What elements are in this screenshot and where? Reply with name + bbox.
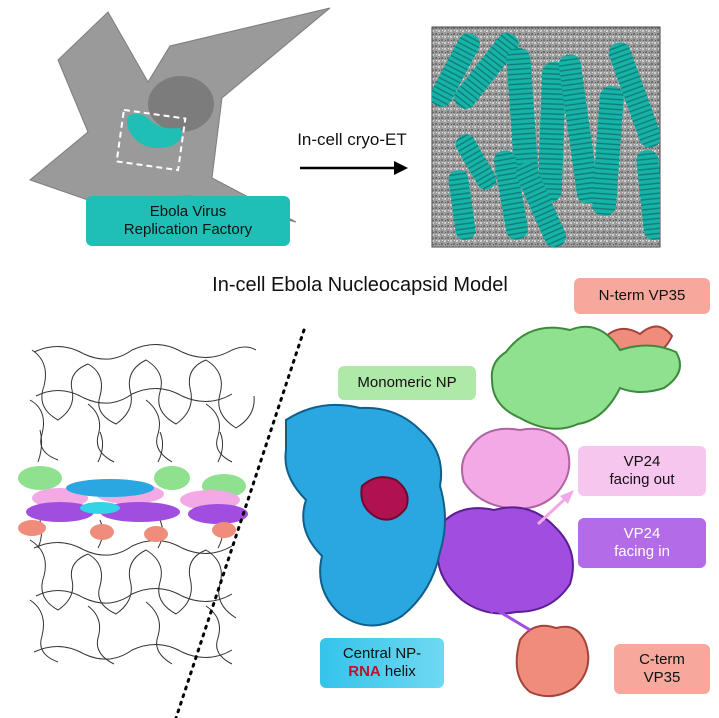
density-mesh — [29, 344, 257, 665]
replication-factory-blob — [127, 113, 182, 148]
central-np-label: Central NP- RNA helix — [320, 638, 444, 688]
monomeric-np-label: Monomeric NP — [357, 374, 457, 391]
tube — [455, 134, 497, 190]
process-arrowhead — [394, 161, 408, 175]
tube — [432, 33, 480, 107]
vp24-in-line2: facing in — [614, 543, 670, 560]
factory-label-line1: Ebola Virus — [149, 203, 227, 220]
central-np-line1: Central NP- — [342, 645, 422, 662]
monomeric-np-structure — [490, 325, 681, 430]
c-term-vp35-label: C-term VP35 — [614, 644, 710, 694]
zoom-box — [115, 108, 187, 172]
vp24-in-structure — [436, 506, 574, 615]
vp24-out-line2: facing out — [609, 471, 675, 488]
c-term-vp35-line2: VP35 — [643, 669, 681, 686]
n-term-vp35-box — [574, 278, 710, 314]
nucleus — [148, 76, 214, 132]
central-np-structure — [284, 403, 446, 627]
rna-word: RNA — [348, 663, 381, 680]
vp24-in-box — [578, 518, 706, 568]
tube — [608, 42, 660, 148]
vp24-out-label: VP24 facing out — [578, 446, 706, 496]
vp24-out-line1: VP24 — [623, 453, 661, 470]
vp24-in-arrowhead — [480, 600, 498, 614]
tube — [515, 162, 567, 247]
vp24-out-arrow — [536, 496, 568, 526]
tube — [636, 150, 660, 240]
vp24-in-arrow — [489, 604, 531, 632]
central-np-box — [320, 638, 444, 688]
tube — [493, 150, 529, 240]
model-title: In-cell Ebola Nucleocapsid Model — [212, 274, 508, 296]
factory-label: Ebola Virus Replication Factory — [86, 196, 290, 246]
tube — [454, 32, 519, 109]
tube — [448, 170, 476, 240]
tube — [506, 48, 538, 178]
vp24-out-structure — [461, 427, 571, 510]
n-term-vp35-label: N-term VP35 — [598, 287, 686, 304]
factory-label-box — [86, 196, 290, 246]
vp24-in-line1: VP24 — [623, 525, 661, 542]
tube — [537, 61, 566, 202]
vp24-out-arrowhead — [560, 490, 574, 504]
central-np-line2: RNA helix — [348, 663, 416, 681]
arrow-label: In-cell cryo-ET — [297, 129, 407, 149]
rna-helix-structure — [360, 476, 409, 521]
factory-label-line2: Replication Factory — [123, 221, 253, 238]
vp24-in-label: VP24 facing in — [578, 518, 706, 568]
tube — [592, 86, 624, 216]
nucleocapsid-tubes — [432, 32, 660, 247]
helix-word: helix — [384, 663, 416, 680]
vp24-out-box — [578, 446, 706, 496]
c-term-vp35-box — [614, 644, 710, 694]
monomeric-np-box — [338, 366, 476, 400]
tube — [558, 54, 599, 204]
c-term-vp35-line1: C-term — [639, 651, 685, 668]
c-term-vp35-structure — [515, 624, 590, 698]
colored-band — [18, 466, 248, 542]
